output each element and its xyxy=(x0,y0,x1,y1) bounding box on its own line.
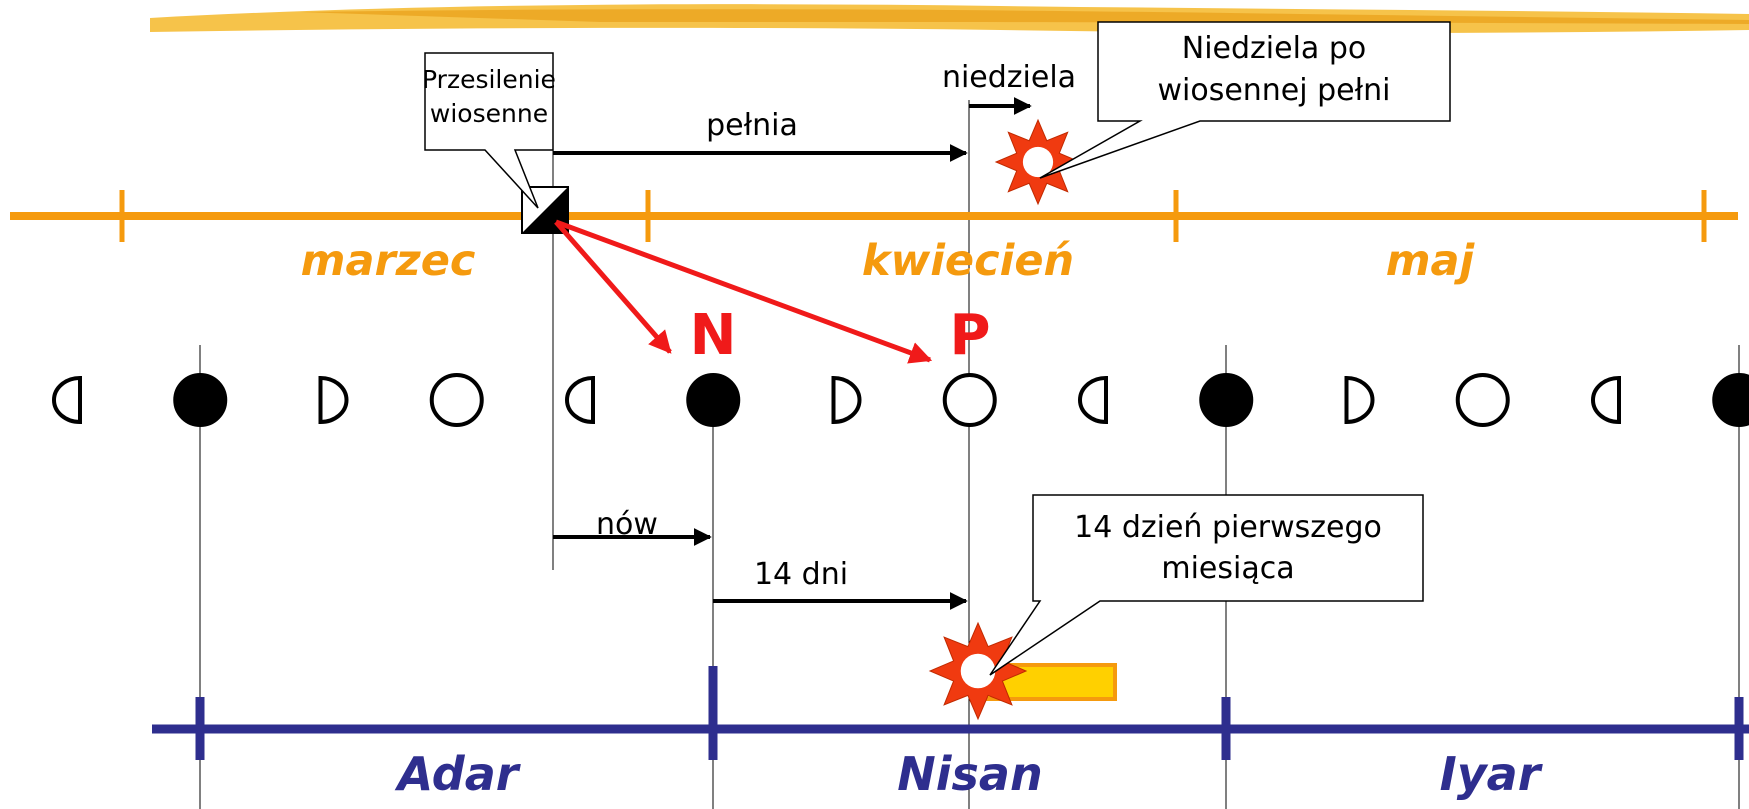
moon-first-quarter-icon xyxy=(318,375,349,425)
gregorian-month-label: kwiecień xyxy=(862,236,1074,286)
gregorian-timeline: marzec kwiecień maj xyxy=(10,190,1738,286)
arrow-to-new-moon xyxy=(554,220,672,354)
red-arrows xyxy=(554,219,933,364)
full-moon-arrow-label: pełnia xyxy=(706,108,798,143)
new-moon-arrow-label: nów xyxy=(596,507,658,542)
callout-equinox-line: Przesilenie xyxy=(422,65,556,94)
sunday-arrow-label: niedziela xyxy=(942,60,1076,95)
fourteen-days-arrow-label: 14 dni xyxy=(754,557,848,592)
moon-last-quarter-icon xyxy=(565,375,595,425)
gregorian-month-label: maj xyxy=(1386,236,1476,286)
callout-sunday-line: Niedziela po xyxy=(1182,31,1366,66)
sun-center xyxy=(1022,146,1054,178)
sun-center xyxy=(960,653,996,689)
moon-last-quarter-icon xyxy=(52,375,82,425)
moon-new-icon xyxy=(173,373,228,427)
callout-equinox-line: wiosenne xyxy=(430,99,548,128)
moon-new-icon xyxy=(686,373,741,427)
black-arrows xyxy=(553,97,1032,610)
moon-new-icon xyxy=(1712,373,1749,427)
callout-sunday-after-full-moon: Niedziela po wiosennej pełni xyxy=(1039,21,1451,179)
callout-fourteenth-line: miesiąca xyxy=(1161,551,1294,586)
jewish-ticks xyxy=(195,666,1744,760)
gregorian-ticks xyxy=(119,190,1707,242)
gregorian-month-label: marzec xyxy=(301,236,476,286)
moon-full-icon xyxy=(429,373,484,427)
callout-sunday-line: wiosennej pełni xyxy=(1157,73,1390,108)
jewish-month-label: Nisan xyxy=(897,747,1042,801)
full-moon-marker-letter: P xyxy=(949,303,990,368)
decorative-top-brush xyxy=(150,4,1749,33)
new-moon-marker-letter: N xyxy=(690,303,737,368)
jewish-month-label: Adar xyxy=(395,747,522,801)
callout-fourteenth-line: 14 dzień pierwszego xyxy=(1074,510,1382,545)
sun-fourteenth-day-icon xyxy=(928,621,1028,721)
sun-sunday-icon xyxy=(994,118,1082,206)
moon-full-icon xyxy=(942,373,997,427)
callout-fourteenth-day: 14 dzień pierwszego miesiąca xyxy=(989,494,1424,676)
moon-first-quarter-icon xyxy=(1344,375,1375,425)
moon-new-icon xyxy=(1199,373,1254,427)
moon-phase-row xyxy=(52,373,1749,427)
moon-first-quarter-icon xyxy=(831,375,862,425)
arrow-to-full-moon xyxy=(555,219,933,364)
jewish-timeline: Adar Nisan Iyar xyxy=(152,666,1749,801)
callout-equinox: Przesilenie wiosenne xyxy=(422,52,556,209)
moon-last-quarter-icon xyxy=(1591,375,1621,425)
moon-last-quarter-icon xyxy=(1078,375,1108,425)
moon-full-icon xyxy=(1455,373,1510,427)
jewish-month-label: Iyar xyxy=(1440,747,1544,801)
